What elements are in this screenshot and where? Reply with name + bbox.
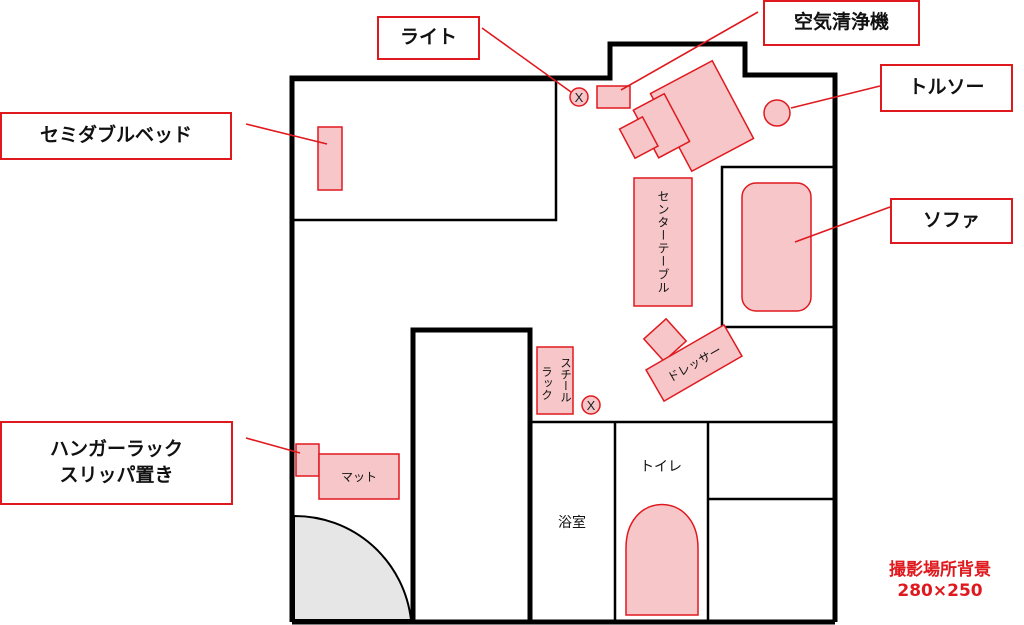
callout-torso: トルソー [880,64,1013,112]
ceiling-light-1: X [569,87,589,107]
corridor-wall [410,327,533,622]
bathroom-label: 浴室 [558,514,586,531]
center-table [633,177,693,307]
ceiling-light-2: X [581,395,601,415]
hanger-rack-unit [295,443,320,477]
outer-walls [289,41,838,625]
leader-lines [245,11,891,454]
shooting-area-note: 撮影場所背景 280×250 [862,560,1018,603]
callout-light: ライト [377,16,480,60]
dresser-stool [642,317,688,363]
bed-pillow [317,126,343,191]
sofa-frame [720,165,837,329]
note-size: 280×250 [897,581,983,602]
steel-rack-label: スチール ラック [540,357,573,403]
entry-mat [318,453,400,500]
svg-text:スチール: スチール [559,357,573,403]
bed-frame [290,78,558,222]
utility-partitions [530,420,835,622]
callout-sofa: ソファ [890,198,1013,244]
toilet-bowl [625,503,699,616]
sofa-cushion [741,182,812,312]
air-purifier-unit [596,85,631,109]
toilet-label: トイレ [640,459,682,475]
dresser [645,323,743,403]
note-title: 撮影場所背景 [889,560,991,580]
mat-label: マット [341,470,377,484]
svg-text:ラック: ラック [540,366,554,401]
steel-rack [536,346,574,415]
svg-text:X: X [575,90,584,105]
callout-hanger-rack: ハンガーラック スリッパ置き [0,421,233,505]
callout-semi-double-bed: セミダブルベッド [0,112,232,160]
callout-air-purifier: 空気清浄機 [763,0,920,46]
desk-chair-group [618,59,755,173]
torso-stand [763,99,791,127]
center-table-label: センターテーブル [656,190,670,294]
svg-text:X: X [587,398,596,413]
door-swing [293,514,413,621]
